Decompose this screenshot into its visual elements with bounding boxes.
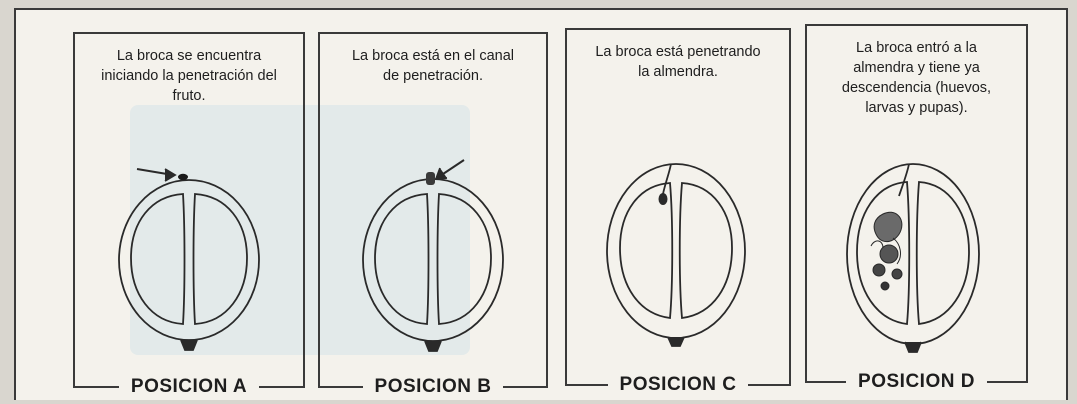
penetration-canal bbox=[662, 163, 672, 195]
panel-description: La broca está en el canal de penetración… bbox=[326, 46, 540, 86]
description-line: la almendra. bbox=[638, 64, 718, 80]
outer-frame bbox=[14, 8, 1068, 400]
fruit-stem bbox=[667, 336, 685, 347]
penetration-canal bbox=[898, 163, 910, 197]
fruit-stem bbox=[904, 341, 922, 353]
pointer-arrow-head bbox=[164, 168, 177, 182]
fruit-stem bbox=[180, 339, 198, 351]
panel-posicion-d: La broca entró a la almendra y tiene ya … bbox=[805, 24, 1028, 394]
panel-description: La broca se encuentra iniciando la penet… bbox=[81, 46, 297, 106]
background-stain bbox=[130, 105, 470, 355]
panel-description: La broca está penetrando la almendra. bbox=[573, 42, 783, 82]
panel-posicion-b: La broca está en el canal de penetración… bbox=[318, 32, 548, 399]
description-line: iniciando la penetración del bbox=[101, 68, 277, 84]
coffee-bean-drawing bbox=[606, 163, 746, 347]
description-line: larvas y pupas). bbox=[865, 100, 968, 116]
description-line: fruto. bbox=[172, 88, 206, 104]
fruit-outline bbox=[846, 163, 980, 345]
right-seed bbox=[436, 193, 492, 325]
description-line: de penetración. bbox=[383, 68, 483, 84]
larvae-cluster bbox=[870, 211, 903, 291]
caption-text: POSICION C bbox=[607, 373, 749, 397]
panel-frame bbox=[565, 28, 791, 385]
caption-text: POSICION D bbox=[846, 370, 987, 394]
panel-frame bbox=[318, 32, 548, 387]
panel-frame bbox=[73, 32, 305, 387]
right-seed bbox=[915, 181, 970, 326]
panel-caption: POSICION B bbox=[318, 375, 548, 399]
panel-posicion-c: La broca está penetrando la almendra. PO… bbox=[565, 28, 791, 397]
borer-beetle bbox=[658, 193, 668, 205]
panel-posicion-a: La broca se encuentra iniciando la penet… bbox=[73, 32, 306, 399]
description-line: La broca está penetrando bbox=[595, 44, 761, 60]
fruit-outline bbox=[606, 163, 746, 339]
pointer-arrow-head bbox=[434, 167, 448, 181]
borer-beetle bbox=[178, 173, 188, 181]
fruit-stem bbox=[424, 340, 442, 352]
description-line: descendencia (huevos, bbox=[841, 80, 992, 96]
description-line: La broca se encuentra bbox=[116, 48, 262, 64]
caption-text: POSICION A bbox=[118, 375, 260, 399]
description-line: La broca está en el canal bbox=[351, 48, 515, 64]
fruit-outline bbox=[118, 179, 260, 341]
borer-beetle bbox=[426, 172, 435, 185]
left-seed bbox=[130, 193, 186, 325]
panel-description: La broca entró a la almendra y tiene ya … bbox=[813, 38, 1020, 118]
coffee-bean-drawing bbox=[362, 159, 504, 352]
description-line: La broca entró a la bbox=[856, 40, 977, 56]
panel-frame bbox=[805, 24, 1028, 382]
caption-text: POSICION B bbox=[362, 375, 504, 399]
pointer-arrow bbox=[439, 159, 465, 177]
panel-caption: POSICION C bbox=[565, 373, 791, 397]
description-line: almendra y tiene ya bbox=[853, 60, 980, 76]
left-seed bbox=[619, 182, 674, 320]
panel-caption: POSICION D bbox=[805, 370, 1028, 394]
right-seed bbox=[192, 193, 248, 325]
right-seed bbox=[678, 182, 733, 320]
panel-caption: POSICION A bbox=[73, 375, 306, 399]
left-seed bbox=[374, 193, 430, 325]
coffee-bean-drawing bbox=[118, 168, 260, 351]
coffee-bean-drawing bbox=[846, 163, 980, 353]
fruit-outline bbox=[362, 178, 504, 342]
left-seed bbox=[856, 181, 911, 326]
